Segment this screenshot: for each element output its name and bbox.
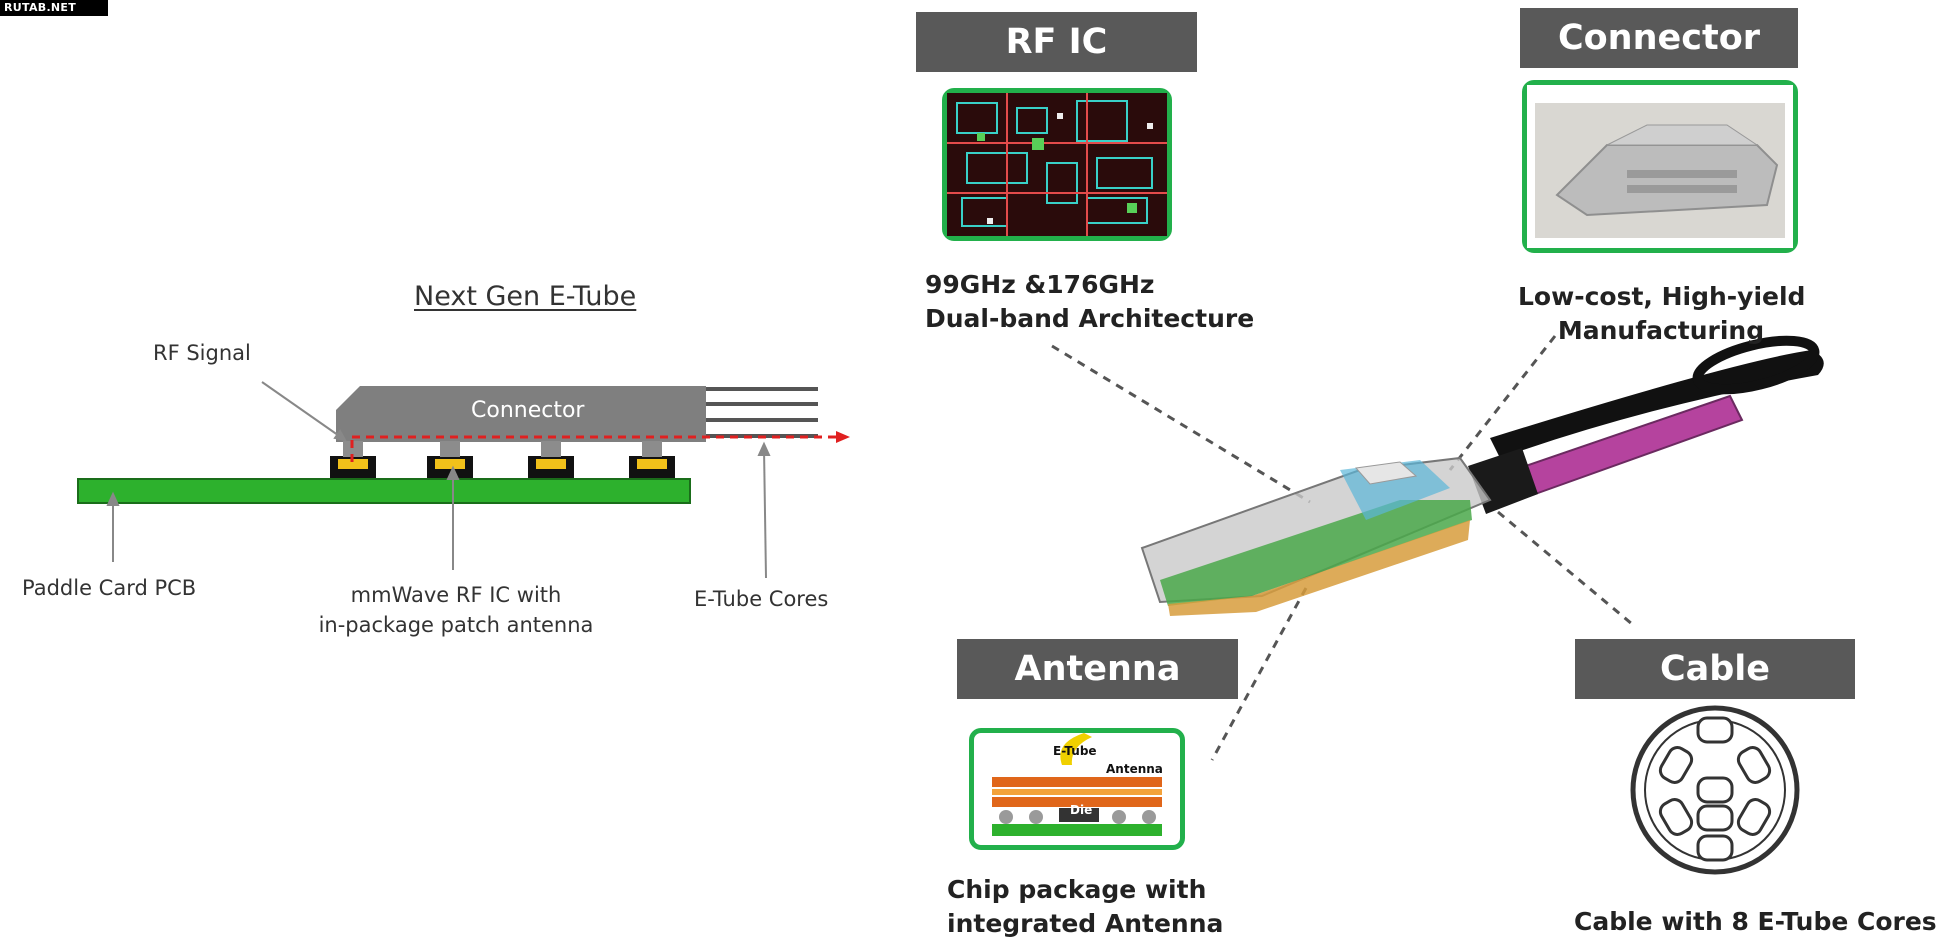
rf-signal-arrowhead <box>836 431 850 443</box>
rf-signal-path <box>350 435 836 462</box>
rfic-label-line1: mmWave RF IC with <box>350 583 562 607</box>
cores-label: E-Tube Cores <box>694 587 829 611</box>
antenna-caption-line1: Chip package with <box>947 875 1207 904</box>
antenna-caption: Chip package with integrated Antenna <box>947 873 1223 941</box>
antenna-package-drawing <box>992 733 1162 836</box>
rf-ic-image-frame <box>942 88 1172 241</box>
pcb-label: Paddle Card PCB <box>22 576 197 600</box>
rf-signal-label: RF Signal <box>153 341 251 365</box>
antenna-inner-antenna-label: Antenna <box>1106 762 1163 776</box>
connector-caption-line2: Manufacturing <box>1557 316 1765 345</box>
cable-caption: Cable with 8 E-Tube Cores <box>1574 907 1937 936</box>
antenna-inner-etube-label: E-Tube <box>1053 744 1097 758</box>
watermark: RUTAB.NET <box>0 0 108 16</box>
connector-image-frame <box>1522 80 1798 253</box>
cores-pointer <box>763 447 767 579</box>
rfic-label-line2: in-package patch antenna <box>318 613 594 637</box>
rf-signal-pointer <box>261 381 346 441</box>
connector-photo <box>1527 85 1793 248</box>
rf-ic-caption-line2: Dual-band Architecture <box>925 304 1255 333</box>
connector-label: Connector <box>471 398 585 423</box>
leader-lines <box>1051 335 1633 761</box>
rf-ic-die-image <box>947 93 1167 236</box>
diagram-title: Next Gen E-Tube <box>414 281 637 312</box>
rf-ic-caption-line1: 99GHz &176GHz <box>925 270 1155 299</box>
rf-ic-header: RF IC <box>916 12 1197 72</box>
connector-header: Connector <box>1520 8 1798 68</box>
antenna-header: Antenna <box>957 639 1238 699</box>
antenna-image-frame <box>969 728 1185 850</box>
antenna-caption-line2: integrated Antenna <box>947 909 1224 938</box>
connector-caption: Low-cost, High-yield Manufacturing <box>1518 280 1806 348</box>
cable-header: Cable <box>1575 639 1855 699</box>
pull-tab-loop <box>1490 350 1824 458</box>
connector-caption-line1: Low-cost, High-yield <box>1518 282 1806 311</box>
paddle-card-pcb <box>77 478 691 504</box>
connector-body <box>336 386 706 442</box>
rfic-label: mmWave RF IC with in-package patch anten… <box>306 580 606 640</box>
rf-ic-caption: 99GHz &176GHz Dual-band Architecture <box>925 268 1254 336</box>
rf-ic-chips <box>330 441 675 478</box>
antenna-inner-die-label: Die <box>1070 803 1093 817</box>
